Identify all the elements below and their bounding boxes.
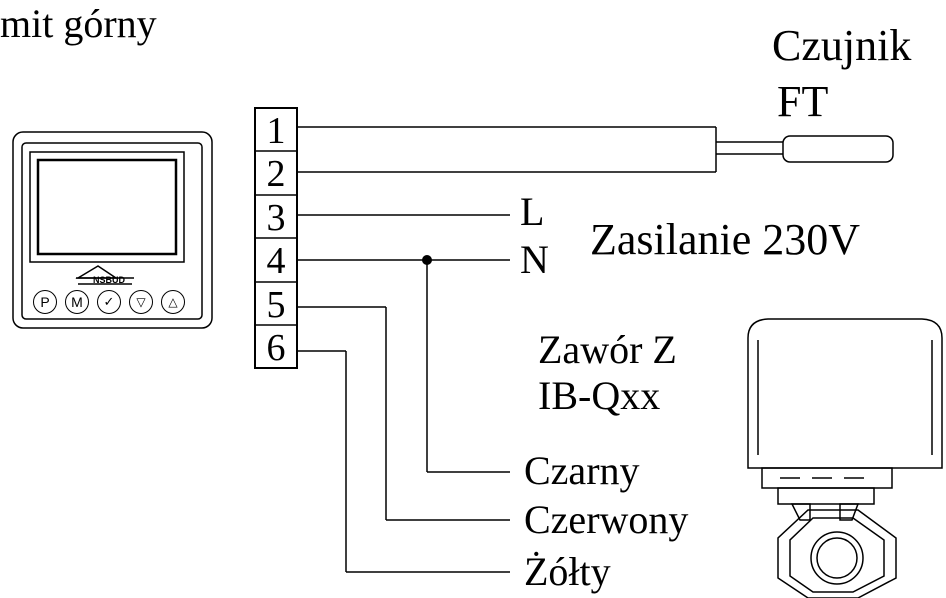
- power-wires: [297, 214, 510, 261]
- check-button[interactable]: ✓: [97, 290, 121, 314]
- wire-red-label: Czerwony: [524, 497, 689, 542]
- valve-wires: [297, 260, 510, 573]
- n-label: N: [520, 237, 549, 282]
- thermostat-icon: [12, 131, 213, 329]
- l-label: L: [520, 189, 545, 234]
- down-button[interactable]: ▽: [129, 290, 153, 314]
- check-icon: ✓: [103, 294, 115, 310]
- sensor-probe-icon: [782, 135, 894, 163]
- terminal-1-label: 1: [266, 110, 286, 152]
- thermostat-buttons: P M ✓ ▽ △: [33, 290, 185, 316]
- wire-black-label: Czarny: [524, 448, 640, 493]
- valve-label-line2: IB-Qxx: [538, 373, 661, 418]
- brand-label: NSBUD: [93, 275, 126, 285]
- wire-yellow-label: Żółty: [524, 549, 611, 594]
- p-button-label: P: [40, 294, 50, 310]
- terminal-6-label: 6: [266, 327, 286, 369]
- sensor-label-line1: Czujnik: [772, 21, 912, 70]
- terminal-5-label: 5: [266, 284, 286, 326]
- m-button[interactable]: M: [65, 290, 89, 314]
- up-button[interactable]: △: [161, 290, 185, 314]
- m-button-label: M: [71, 294, 83, 310]
- sensor-label-line2: FT: [777, 77, 829, 126]
- terminal-4-label: 4: [266, 240, 286, 282]
- chevron-up-icon: △: [168, 295, 178, 309]
- sensor-wires: [297, 126, 783, 173]
- valve-body-icon: [777, 503, 897, 598]
- valve-label-line1: Zawór Z: [538, 327, 677, 372]
- p-button[interactable]: P: [33, 290, 57, 314]
- junction-dot: [422, 255, 432, 265]
- power-title: Zasilanie 230V: [590, 215, 861, 264]
- header-text: mit górny: [0, 1, 157, 46]
- terminal-3-label: 3: [266, 197, 286, 239]
- terminal-block: [254, 107, 298, 369]
- chevron-down-icon: ▽: [136, 295, 146, 309]
- terminal-2-label: 2: [266, 153, 286, 195]
- valve-actuator-icon: [747, 318, 943, 505]
